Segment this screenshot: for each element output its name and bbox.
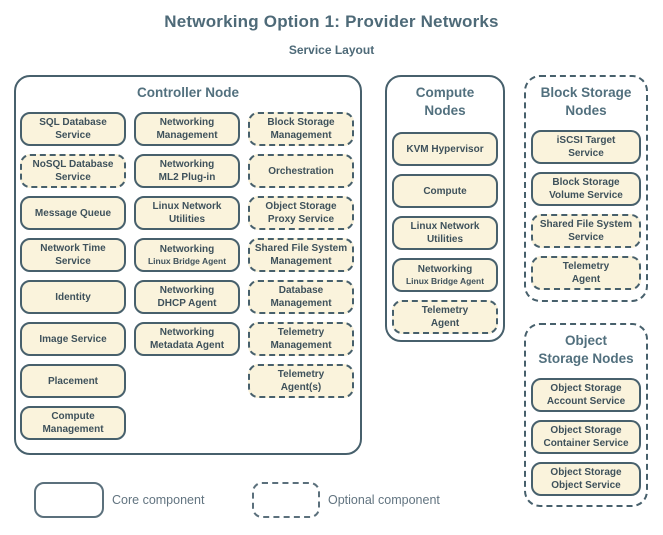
box-object-storage-account-service: Object Storage Account Service (531, 378, 641, 412)
legend-core-label: Core component (112, 493, 205, 507)
box-block-storage-volume-service: Block Storage Volume Service (531, 172, 641, 206)
controller-column-2: Networking Management Networking ML2 Plu… (134, 112, 240, 356)
box-block-telemetry-agent: Telemetry Agent (531, 256, 641, 290)
object-storage-column: Object Storage Account Service Object St… (531, 378, 641, 496)
box-database-management: Database Management (248, 280, 354, 314)
box-object-storage-proxy-service: Object Storage Proxy Service (248, 196, 354, 230)
compute-nodes-column: KVM Hypervisor Compute Linux Network Uti… (392, 132, 498, 334)
box-telemetry-management: Telemetry Management (248, 322, 354, 356)
box-network-time-service: Network Time Service (20, 238, 126, 272)
box-orchestration: Orchestration (248, 154, 354, 188)
box-compute-linux-network-utilities: Linux Network Utilities (392, 216, 498, 250)
box-compute-telemetry-agent: Telemetry Agent (392, 300, 498, 334)
box-object-storage-object-service: Object Storage Object Service (531, 462, 641, 496)
box-nosql-database-service: NoSQL Database Service (20, 154, 126, 188)
box-block-storage-management: Block Storage Management (248, 112, 354, 146)
block-storage-nodes-container: Block Storage Nodes iSCSI Target Service… (524, 75, 648, 302)
object-storage-nodes-title: Object Storage Nodes (538, 333, 634, 366)
box-kvm-hypervisor: KVM Hypervisor (392, 132, 498, 166)
box-shared-file-system-service: Shared File System Service (531, 214, 641, 248)
box-networking-ml2-plugin: Networking ML2 Plug-in (134, 154, 240, 188)
block-storage-nodes-title: Block Storage Nodes (540, 85, 632, 118)
box-networking-dhcp-agent: Networking DHCP Agent (134, 280, 240, 314)
controller-column-3: Block Storage Management Orchestration O… (248, 112, 354, 398)
compute-nodes-container: Compute Nodes KVM Hypervisor Compute Lin… (385, 75, 505, 342)
box-shared-file-system-management: Shared File System Management (248, 238, 354, 272)
box-linux-network-utilities: Linux Network Utilities (134, 196, 240, 230)
box-sql-database-service: SQL Database Service (20, 112, 126, 146)
legend-optional-sample-shape (252, 482, 320, 518)
controller-column-1: SQL Database Service NoSQL Database Serv… (20, 112, 126, 440)
box-networking-metadata-agent: Networking Metadata Agent (134, 322, 240, 356)
controller-node-title: Controller Node (136, 85, 239, 100)
controller-node-container: Controller Node SQL Database Service NoS… (14, 75, 362, 455)
block-storage-column: iSCSI Target Service Block Storage Volum… (531, 130, 641, 290)
box-message-queue: Message Queue (20, 196, 126, 230)
legend-core-sample-shape (34, 482, 104, 518)
page-title: Networking Option 1: Provider Networks (164, 12, 499, 31)
box-compute: Compute (392, 174, 498, 208)
box-image-service: Image Service (20, 322, 126, 356)
box-telemetry-agents: Telemetry Agent(s) (248, 364, 354, 398)
box-object-storage-container-service: Object Storage Container Service (531, 420, 641, 454)
object-storage-nodes-container: Object Storage Nodes Object Storage Acco… (524, 323, 648, 507)
legend-optional-label: Optional component (328, 493, 440, 507)
box-iscsi-target-service: iSCSI Target Service (531, 130, 641, 164)
box-placement: Placement (20, 364, 126, 398)
compute-nodes-title: Compute Nodes (415, 85, 475, 118)
page-subtitle: Service Layout (288, 43, 375, 57)
box-networking-management: Networking Management (134, 112, 240, 146)
box-identity: Identity (20, 280, 126, 314)
box-compute-management: Compute Management (20, 406, 126, 440)
